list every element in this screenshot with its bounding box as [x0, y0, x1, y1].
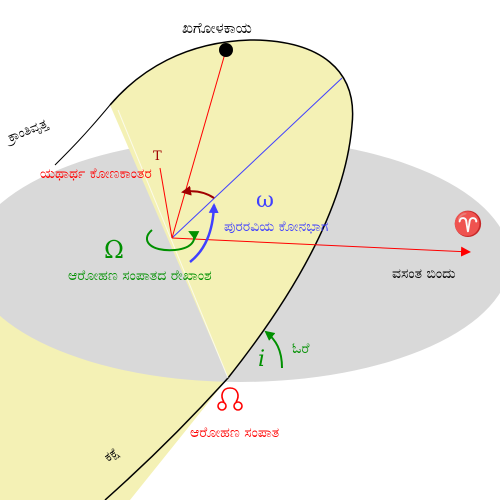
celestial-body-marker — [219, 43, 233, 57]
orbit-label: ಕಕ್ಷೆ — [102, 445, 122, 465]
normal-line — [159, 167, 173, 239]
arg-periapsis-label: ಪುರರವಿಯ ಕೋನಭಾಗ — [224, 219, 328, 235]
true-anomaly-label: ಯಥಾರ್ಥ ಕೋಣಕಾಂತರ — [40, 166, 152, 182]
omega-symbol: ω — [256, 188, 274, 213]
vernal-point-symbol: ♈ — [453, 210, 483, 238]
big-omega-symbol: Ω — [104, 236, 124, 264]
inclination-symbol: i — [258, 347, 265, 372]
line-of-nodes — [117, 109, 229, 379]
inclination-arc — [264, 330, 283, 369]
long-node-arc — [146, 229, 200, 252]
orbit-outline-left — [54, 104, 111, 166]
vernal-point-label: ವಸಂತ ಬಿಂದು — [392, 266, 456, 282]
orbit-outline — [104, 39, 354, 500]
ascending-node-icon — [217, 387, 243, 411]
ecliptic-label: ಕ್ರಾಂತಿವೃತ್ತ — [2, 116, 51, 148]
true-anomaly-arc — [181, 185, 215, 199]
ascending-node-label: ಆರೋಹಣ ಸಂಪಾತ — [190, 425, 279, 441]
true-anomaly-symbol: T — [153, 149, 162, 164]
periapsis-line — [171, 77, 343, 239]
radius-line — [171, 49, 227, 239]
celestial-body-label: ಖಗೋಳಕಾಯ — [182, 19, 252, 37]
vernal-direction-line — [171, 237, 471, 257]
arg-periapsis-arc — [189, 203, 219, 263]
inclination-label: ಓರೆ — [292, 341, 310, 357]
long-node-label: ಆರೋಹಣ ಸಂಪಾತದ ರೇಖಾಂಶ — [68, 268, 212, 284]
